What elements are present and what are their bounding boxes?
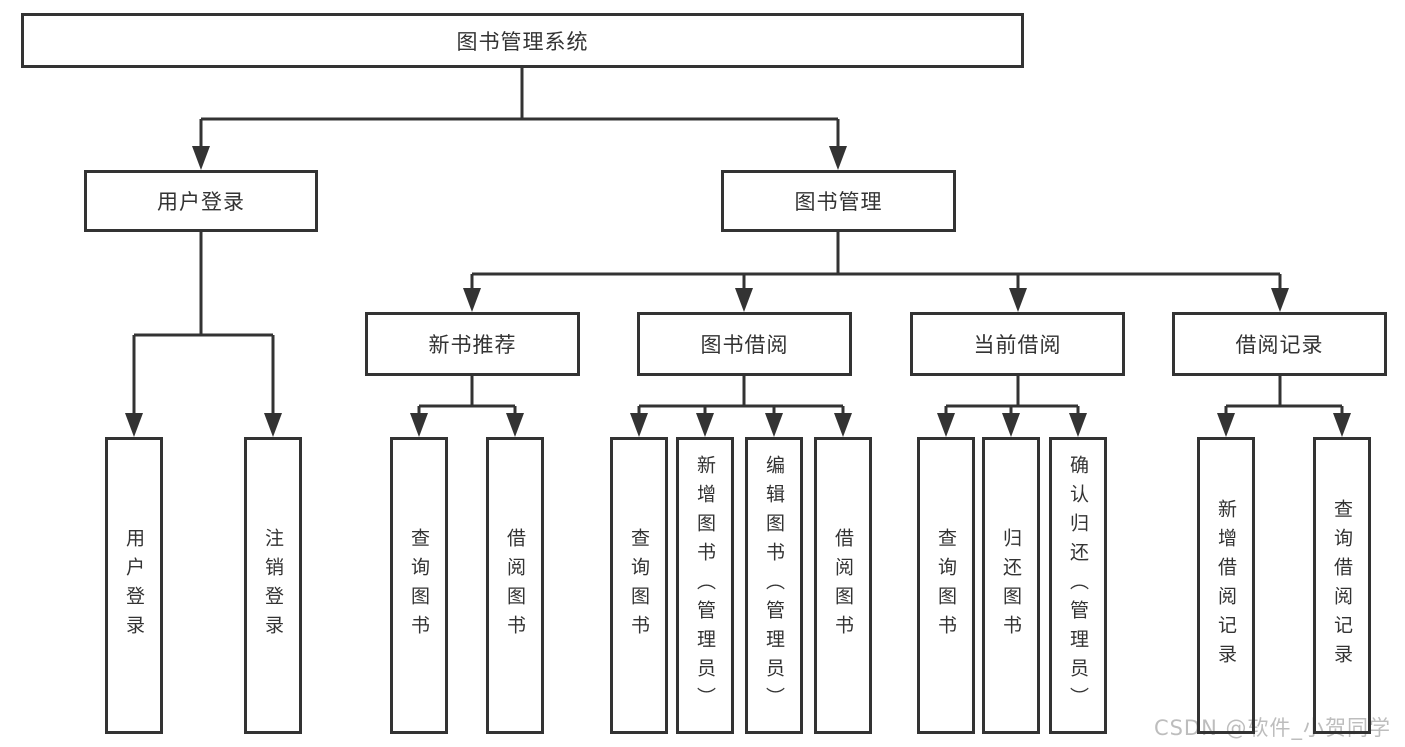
arrowhead bbox=[192, 146, 210, 170]
leaf-newbook-borrow-books: 借阅图书 bbox=[486, 437, 544, 734]
leaf-records-add-borrow-record: 新增借阅记录 bbox=[1197, 437, 1255, 734]
leaf-borrow-borrow-books: 借阅图书 bbox=[814, 437, 872, 734]
node-user-login: 用户登录 bbox=[84, 170, 318, 232]
leaf-logout: 注销登录 bbox=[244, 437, 302, 734]
arrowhead bbox=[125, 413, 143, 437]
leaf-current-confirm-return-admin: 确认归还（管理员） bbox=[1049, 437, 1107, 734]
node-current-borrowing: 当前借阅 bbox=[910, 312, 1125, 376]
arrowhead bbox=[1069, 413, 1087, 437]
arrowhead bbox=[696, 413, 714, 437]
arrowhead bbox=[735, 288, 753, 312]
arrowhead bbox=[834, 413, 852, 437]
leaf-user-login: 用户登录 bbox=[105, 437, 163, 734]
arrowhead bbox=[829, 146, 847, 170]
arrowhead bbox=[463, 288, 481, 312]
watermark: CSDN @软件_小贺同学 bbox=[1153, 716, 1391, 740]
node-book-management: 图书管理 bbox=[721, 170, 956, 232]
arrowhead bbox=[1217, 413, 1235, 437]
node-borrowing-records: 借阅记录 bbox=[1172, 312, 1387, 376]
arrowhead bbox=[765, 413, 783, 437]
arrowhead bbox=[1271, 288, 1289, 312]
node-new-book-recommendation: 新书推荐 bbox=[365, 312, 580, 376]
leaf-newbook-query-books: 查询图书 bbox=[390, 437, 448, 734]
node-book-borrowing: 图书借阅 bbox=[637, 312, 852, 376]
leaf-borrow-add-books-admin: 新增图书（管理员） bbox=[676, 437, 734, 734]
leaf-current-query-books: 查询图书 bbox=[917, 437, 975, 734]
leaf-borrow-edit-books-admin: 编辑图书（管理员） bbox=[745, 437, 803, 734]
arrowhead bbox=[630, 413, 648, 437]
leaf-borrow-query-books: 查询图书 bbox=[610, 437, 668, 734]
leaf-records-query-borrow-record: 查询借阅记录 bbox=[1313, 437, 1371, 734]
arrowhead bbox=[1002, 413, 1020, 437]
arrowhead bbox=[937, 413, 955, 437]
arrowhead bbox=[1333, 413, 1351, 437]
arrowhead bbox=[1009, 288, 1027, 312]
arrowhead bbox=[264, 413, 282, 437]
leaf-current-return-books: 归还图书 bbox=[982, 437, 1040, 734]
node-library-management-system: 图书管理系统 bbox=[21, 13, 1024, 68]
arrowhead bbox=[410, 413, 428, 437]
arrowhead bbox=[506, 413, 524, 437]
